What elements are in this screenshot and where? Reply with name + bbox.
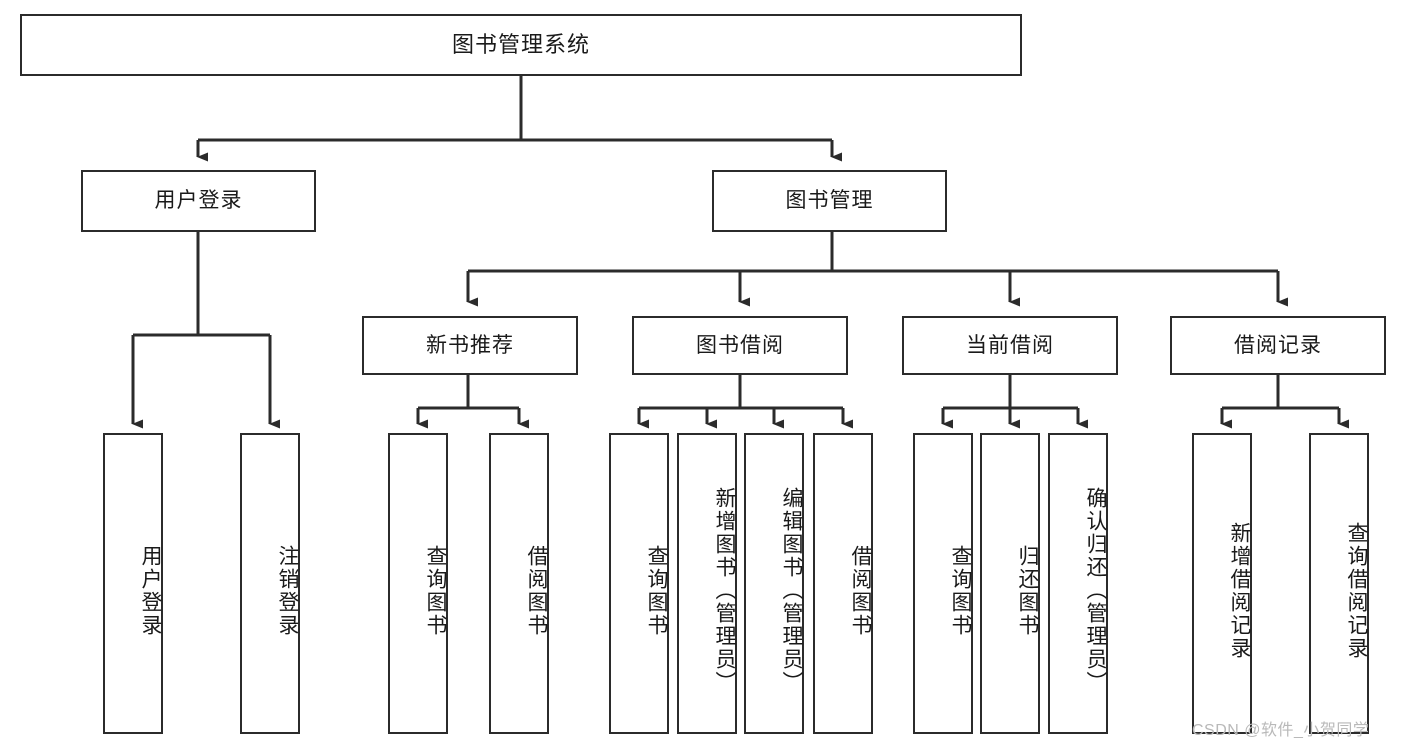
node-label: 当前借阅 xyxy=(966,333,1054,357)
leaf-new-book-borrow[interactable]: 借阅图书 xyxy=(489,433,549,734)
node-label: 借阅记录 xyxy=(1234,333,1322,357)
node-new-book-recommend[interactable]: 新书推荐 xyxy=(362,316,578,375)
node-label: 查询借阅记录 xyxy=(1345,521,1368,660)
leaf-borrow-edit-book[interactable]: 编辑图书（管理员） xyxy=(744,433,804,734)
leaf-current-return-book[interactable]: 归还图书 xyxy=(980,433,1040,734)
leaf-borrow-query-book[interactable]: 查询图书 xyxy=(609,433,669,734)
node-label: 图书借阅 xyxy=(696,333,784,357)
leaf-user-login-logout[interactable]: 注销登录 xyxy=(240,433,300,734)
node-root-system[interactable]: 图书管理系统 xyxy=(20,14,1022,76)
leaf-user-login-login[interactable]: 用户登录 xyxy=(103,433,163,734)
leaf-new-book-query[interactable]: 查询图书 xyxy=(388,433,448,734)
node-label: 新增借阅记录 xyxy=(1228,521,1251,660)
node-label: 借阅图书 xyxy=(525,544,548,637)
node-user-login[interactable]: 用户登录 xyxy=(81,170,316,232)
node-label: 图书管理系统 xyxy=(451,31,590,57)
node-book-management[interactable]: 图书管理 xyxy=(712,170,947,232)
node-book-borrow[interactable]: 图书借阅 xyxy=(632,316,848,375)
csdn-watermark: CSDN @软件_小贺同学 xyxy=(1192,722,1370,739)
node-label: 编辑图书（管理员） xyxy=(780,487,803,694)
node-label: 图书管理 xyxy=(785,189,874,213)
node-current-borrow[interactable]: 当前借阅 xyxy=(902,316,1118,375)
node-label: 查询图书 xyxy=(424,544,447,637)
node-label: 注销登录 xyxy=(276,544,299,637)
node-label: 确认归还（管理员） xyxy=(1084,487,1107,694)
node-label: 新书推荐 xyxy=(426,333,514,357)
leaf-current-query-book[interactable]: 查询图书 xyxy=(913,433,973,734)
leaf-records-query-record[interactable]: 查询借阅记录 xyxy=(1309,433,1369,734)
node-borrow-records[interactable]: 借阅记录 xyxy=(1170,316,1386,375)
node-label: 用户登录 xyxy=(139,544,162,637)
node-label: 归还图书 xyxy=(1016,544,1039,637)
node-label: 新增图书（管理员） xyxy=(713,487,736,694)
node-label: 查询图书 xyxy=(949,544,972,637)
leaf-borrow-add-book[interactable]: 新增图书（管理员） xyxy=(677,433,737,734)
node-label: 用户登录 xyxy=(154,189,243,213)
leaf-current-confirm-return[interactable]: 确认归还（管理员） xyxy=(1048,433,1108,734)
node-label: 查询图书 xyxy=(645,544,668,637)
leaf-records-add-record[interactable]: 新增借阅记录 xyxy=(1192,433,1252,734)
node-label: 借阅图书 xyxy=(849,544,872,637)
leaf-borrow-borrow-book[interactable]: 借阅图书 xyxy=(813,433,873,734)
